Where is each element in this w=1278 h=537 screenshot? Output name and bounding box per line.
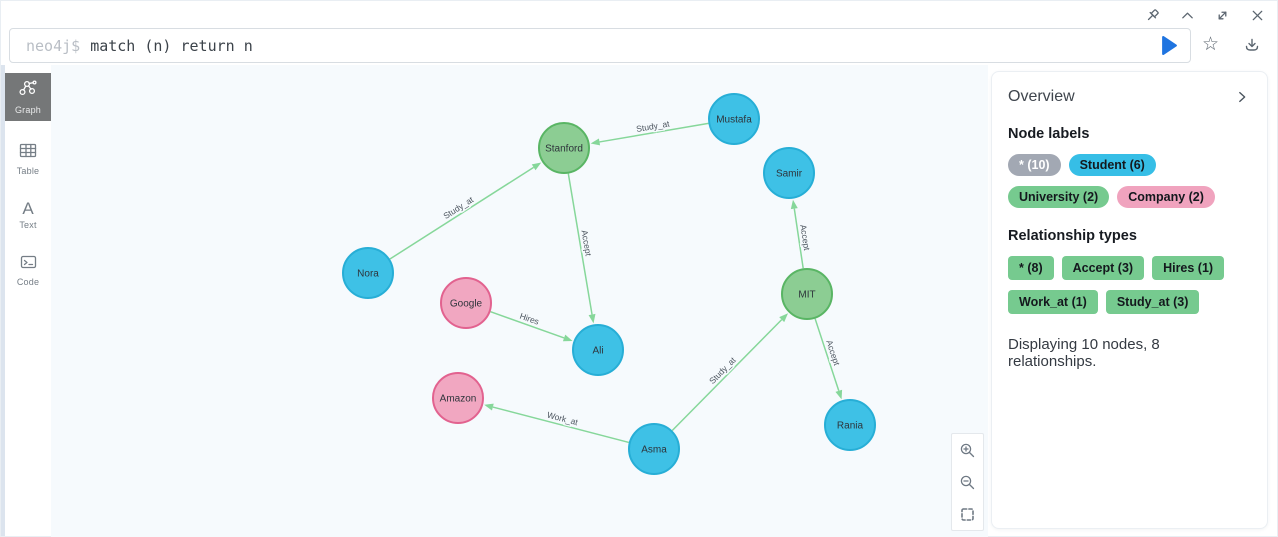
node-label-pill[interactable]: Student (6) — [1068, 154, 1156, 176]
relationship-type-pill[interactable]: Study_at (3) — [1105, 290, 1200, 314]
query-text[interactable]: match (n) return n — [90, 36, 253, 55]
node-label-pill[interactable]: Company (2) — [1117, 186, 1215, 208]
node-label: Asma — [641, 445, 667, 456]
node-label: Samir — [776, 169, 803, 180]
tab-table[interactable]: Table — [5, 135, 51, 183]
result-summary: Displaying 10 nodes, 8 relationships. — [1008, 336, 1160, 370]
graph-edge[interactable] — [492, 406, 630, 444]
relationship-type-pill[interactable]: Hires (1) — [1152, 256, 1225, 280]
code-icon — [20, 255, 37, 274]
graph-edge[interactable] — [793, 208, 804, 269]
edge-arrow-icon — [531, 162, 542, 171]
editor-side-icons: ☆ — [1201, 34, 1260, 55]
node-label: MIT — [798, 290, 815, 301]
graph-edge[interactable] — [599, 122, 709, 143]
edge-label: Study_at — [707, 355, 738, 386]
graph-node[interactable]: Samir — [763, 147, 815, 199]
chevron-up-icon[interactable] — [1179, 7, 1195, 23]
tab-graph-label: Graph — [14, 105, 41, 115]
relationship-type-pill[interactable]: Accept (3) — [1061, 256, 1145, 280]
node-label-pills: * (10) Student (6) University (2) Company (… — [1008, 154, 1251, 208]
node-label-pill[interactable]: * (10) — [1008, 154, 1061, 176]
graph-node[interactable]: Mustafa — [708, 93, 760, 145]
overview-panel-header: Overview — [1008, 88, 1251, 106]
zoom-in-icon[interactable] — [952, 434, 983, 466]
tab-graph[interactable]: Graph — [5, 73, 51, 121]
node-label: Rania — [837, 421, 864, 432]
text-icon: A — [22, 198, 34, 218]
tab-text[interactable]: A Text — [5, 191, 51, 239]
edge-arrow-icon — [484, 403, 494, 411]
edge-arrow-icon — [588, 313, 596, 324]
expand-icon[interactable] — [1214, 7, 1230, 23]
edge-arrow-icon — [590, 138, 601, 146]
table-icon — [19, 143, 37, 163]
frame-header: neo4j$ match (n) return n ☆ — [1, 1, 1277, 65]
graph-edge[interactable] — [567, 173, 593, 315]
edge-arrow-icon — [779, 313, 789, 323]
frame-left-accent — [1, 65, 5, 536]
chevron-right-icon[interactable] — [1235, 90, 1251, 106]
download-icon[interactable] — [1244, 37, 1260, 53]
favorite-star-icon[interactable]: ☆ — [1201, 34, 1219, 55]
window-controls — [1144, 7, 1265, 23]
edge-label: Hires — [518, 311, 540, 327]
edge-label: Study_at — [635, 118, 670, 134]
tab-code[interactable]: Code — [5, 247, 51, 295]
relationship-type-pill[interactable]: Work_at (1) — [1008, 290, 1098, 314]
node-label: Nora — [357, 269, 379, 280]
graph-svg: Study_atStudy_atAcceptHiresWork_atStudy_… — [342, 93, 876, 475]
graph-node[interactable]: Google — [440, 277, 492, 329]
graph-node[interactable]: Nora — [342, 247, 394, 299]
graph-icon — [18, 79, 38, 102]
relationship-type-pills: * (8) Accept (3) Hires (1) Work_at (1) Study… — [1008, 256, 1251, 314]
node-label: Stanford — [545, 144, 583, 155]
cypher-editor[interactable]: neo4j$ match (n) return n — [9, 28, 1191, 63]
tab-table-label: Table — [16, 165, 40, 176]
zoom-to-fit-icon[interactable] — [952, 498, 983, 530]
edge-arrow-icon — [562, 334, 573, 342]
graph-node[interactable]: Rania — [824, 399, 876, 451]
tab-text-label: Text — [19, 219, 37, 230]
graph-edge[interactable] — [490, 311, 565, 339]
node-label-pill[interactable]: University (2) — [1008, 186, 1110, 208]
overview-panel: Overview Node labels * (10) Student (6) Un… — [991, 71, 1268, 529]
graph-node[interactable]: Ali — [572, 324, 624, 376]
graph-edge[interactable] — [671, 319, 783, 432]
panel-title: Overview — [1008, 88, 1075, 105]
graph-node[interactable]: Amazon — [432, 372, 484, 424]
zoom-out-icon[interactable] — [952, 466, 983, 498]
graph-edge[interactable] — [814, 318, 840, 392]
node-labels-heading: Node labels — [1008, 126, 1090, 142]
view-mode-sidebar: Graph Table A Text Code — [5, 65, 51, 536]
edge-arrow-icon — [790, 199, 798, 210]
node-label: Amazon — [440, 394, 477, 405]
graph-node[interactable]: Asma — [628, 423, 680, 475]
node-label: Mustafa — [716, 115, 752, 126]
graph-edge[interactable] — [389, 166, 535, 260]
zoom-controls — [951, 433, 984, 531]
node-label: Ali — [592, 346, 603, 357]
run-query-button[interactable] — [1158, 35, 1180, 57]
pin-icon[interactable] — [1144, 7, 1160, 23]
graph-node[interactable]: MIT — [781, 268, 833, 320]
graph-node[interactable]: Stanford — [538, 122, 590, 174]
relationship-types-heading: Relationship types — [1008, 228, 1137, 244]
close-icon[interactable] — [1249, 7, 1265, 23]
editor-prompt: neo4j$ — [26, 36, 81, 55]
relationship-type-pill[interactable]: * (8) — [1008, 256, 1054, 280]
edge-arrow-icon — [835, 389, 843, 400]
node-label: Google — [450, 299, 483, 310]
tab-code-label: Code — [16, 277, 40, 287]
